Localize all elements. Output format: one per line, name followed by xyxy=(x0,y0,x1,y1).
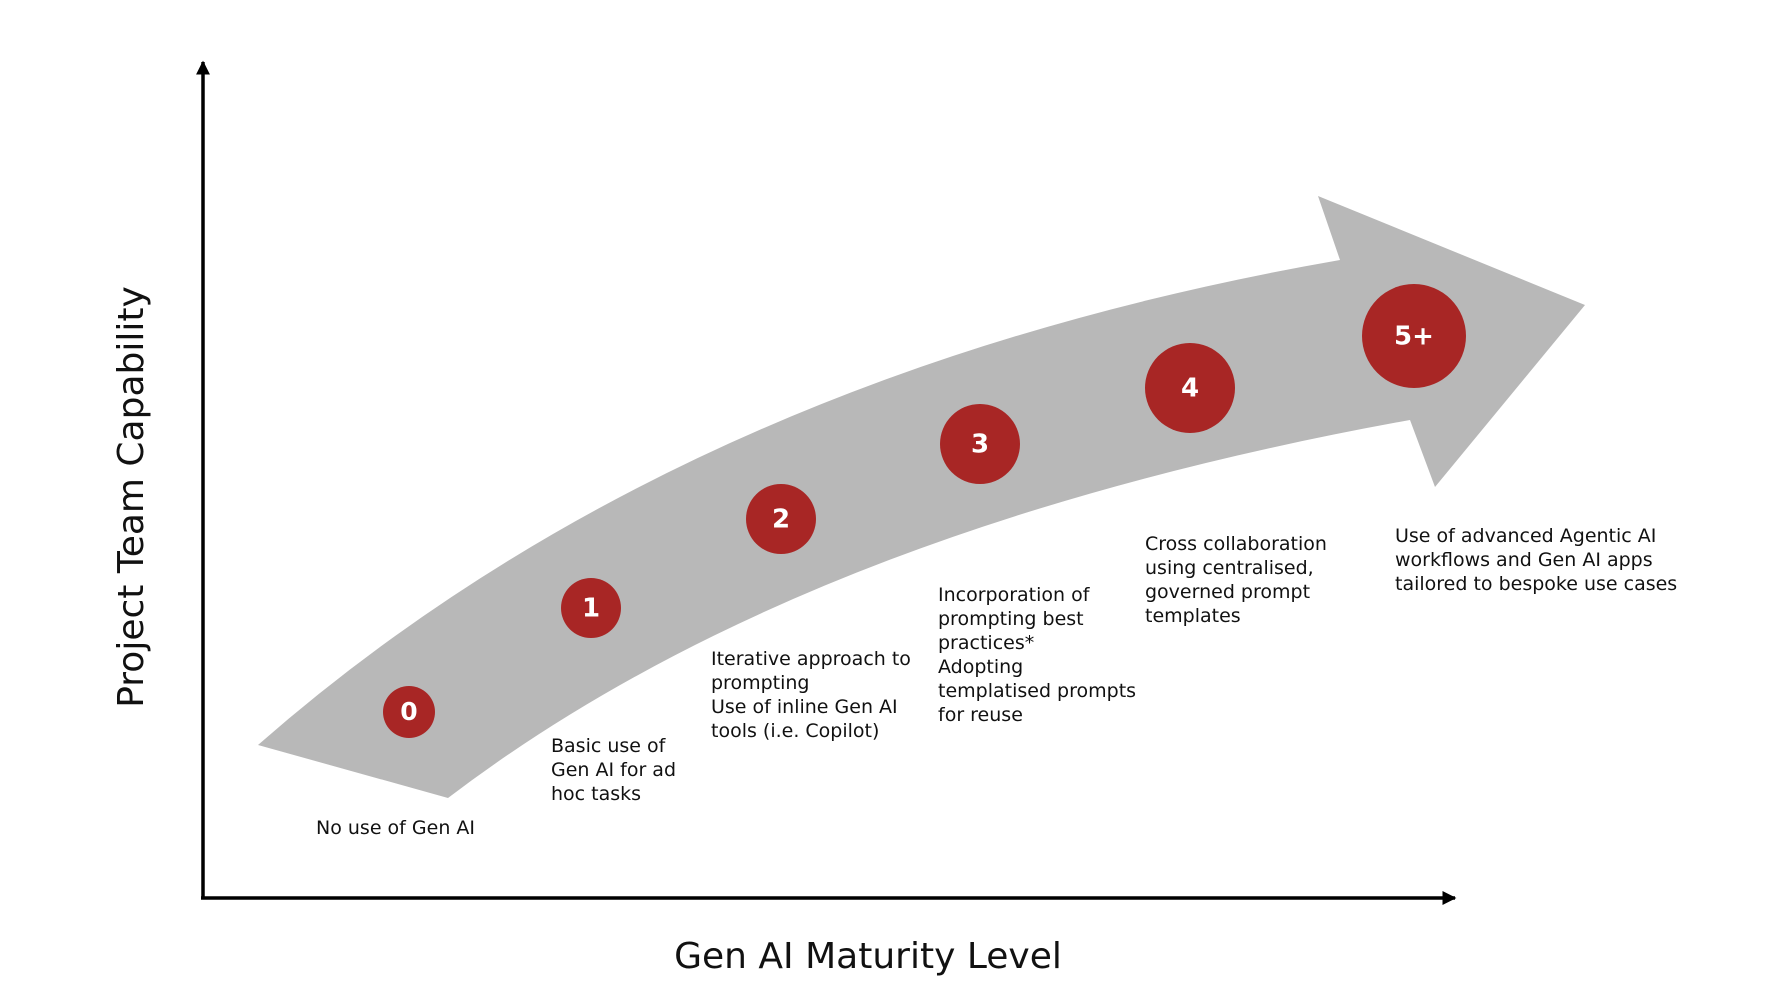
description-line: tools (i.e. Copilot) xyxy=(711,720,880,742)
description-line: using centralised, xyxy=(1145,557,1314,579)
stage-circle xyxy=(561,578,621,638)
stage-circle xyxy=(746,484,816,554)
description-line: Use of inline Gen AI xyxy=(711,696,898,718)
stage-marker-3: 3 xyxy=(940,404,1020,484)
description-line: for reuse xyxy=(938,704,1023,726)
description-line: practices* xyxy=(938,632,1035,654)
stage-circle xyxy=(383,686,435,738)
description-line: governed prompt xyxy=(1145,581,1311,603)
stage-description-1: Basic use of Gen AI for ad hoc tasks xyxy=(551,734,676,806)
description-line: Use of advanced Agentic AI xyxy=(1395,525,1657,547)
stage-marker-1: 1 xyxy=(561,578,621,638)
stage-description-2: Iterative approach to prompting Use of i… xyxy=(711,647,911,743)
stage-number: 1 xyxy=(582,594,600,624)
description-line: workflows and Gen AI apps xyxy=(1395,549,1653,571)
description-line: Cross collaboration xyxy=(1145,533,1327,555)
stage-circle xyxy=(1362,284,1466,388)
stage-circle xyxy=(940,404,1020,484)
description-line: Gen AI for ad xyxy=(551,759,677,781)
stage-marker-5: 5+ xyxy=(1362,284,1466,388)
progress-arrow xyxy=(258,196,1585,798)
stage-marker-2: 2 xyxy=(746,484,816,554)
description-line: prompting best xyxy=(938,608,1084,630)
stage-number: 5+ xyxy=(1394,322,1434,352)
description-line: templates xyxy=(1145,605,1241,627)
stage-description-3: Incorporation of prompting best practice… xyxy=(938,583,1136,727)
stage-circle xyxy=(1145,343,1235,433)
description-line: prompting xyxy=(711,672,810,694)
stage-description-4: Cross collaboration using centralised, g… xyxy=(1145,532,1327,628)
stage-description-5: Use of advanced Agentic AI workflows and… xyxy=(1395,524,1677,596)
description-line: Incorporation of xyxy=(938,584,1090,606)
stage-number: 4 xyxy=(1181,374,1199,404)
stage-number: 3 xyxy=(971,430,989,460)
description-line: hoc tasks xyxy=(551,783,642,805)
description-line: No use of Gen AI xyxy=(316,817,475,839)
stage-number: 2 xyxy=(772,505,790,535)
description-line: Adopting xyxy=(938,656,1024,678)
stage-description-0: No use of Gen AI xyxy=(316,816,475,840)
description-line: Basic use of xyxy=(551,735,666,757)
stage-marker-4: 4 xyxy=(1145,343,1235,433)
stage-marker-0: 0 xyxy=(383,686,435,738)
x-axis-title: Gen AI Maturity Level xyxy=(674,936,1062,977)
stage-number: 0 xyxy=(400,697,417,726)
description-line: tailored to bespoke use cases xyxy=(1395,573,1678,595)
description-line: Iterative approach to xyxy=(711,648,911,670)
description-line: templatised prompts xyxy=(938,680,1137,702)
y-axis-title: Project Team Capability xyxy=(111,286,152,708)
